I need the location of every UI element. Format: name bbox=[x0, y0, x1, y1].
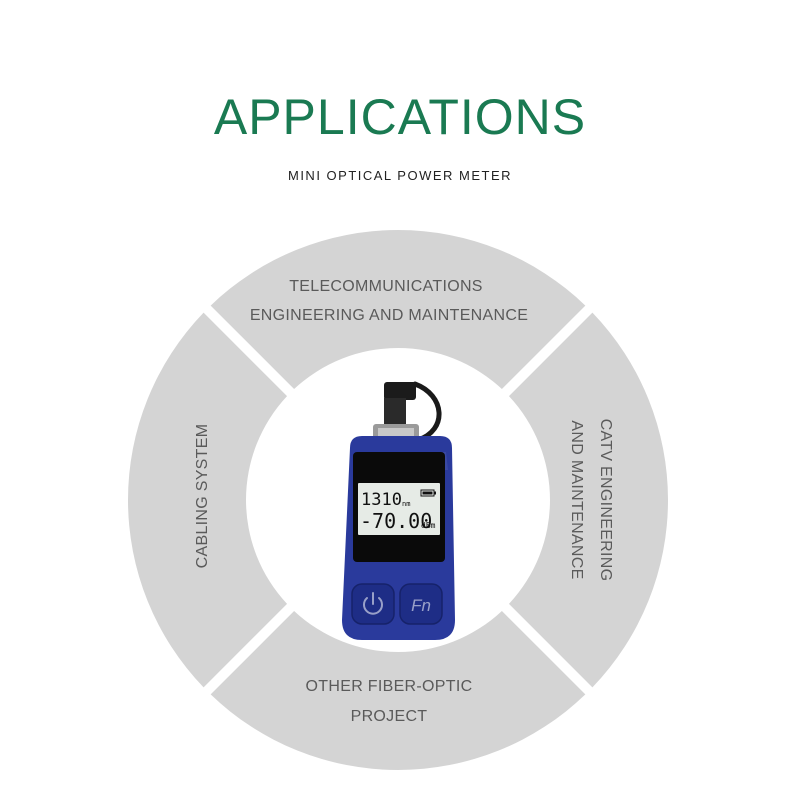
lcd-screen bbox=[358, 483, 440, 535]
fn-button-label: Fn bbox=[411, 596, 431, 615]
segment-top-line2: ENGINEERING AND MAINTENANCE bbox=[250, 307, 528, 324]
segment-bottom-line2: PROJECT bbox=[351, 708, 428, 725]
connector-cap bbox=[384, 382, 416, 400]
segment-catv bbox=[508, 312, 669, 688]
segment-left-line1: CABLING SYSTEM bbox=[194, 424, 211, 569]
power-button[interactable] bbox=[351, 583, 395, 625]
connector-body bbox=[384, 398, 406, 424]
wavelength-unit: nm bbox=[402, 500, 410, 508]
power-icon bbox=[363, 592, 383, 615]
optical-power-meter: 1310 nm -70.00 dBm Fn bbox=[342, 381, 455, 640]
power-unit: dBm bbox=[421, 521, 436, 530]
segment-bottom-line1: OTHER FIBER-OPTIC bbox=[306, 678, 473, 695]
segment-other-fiber-optic bbox=[210, 610, 586, 770]
page-subtitle: MINI OPTICAL POWER METER bbox=[287, 168, 513, 183]
power-readout: -70.00 bbox=[360, 509, 432, 533]
segment-top-line1: TELECOMMUNICATIONS bbox=[289, 278, 483, 295]
segment-right-line2: AND MAINTENANCE bbox=[568, 420, 585, 579]
segment-cabling-system bbox=[127, 312, 288, 688]
page-title: APPLICATIONS bbox=[213, 89, 587, 145]
segment-right-line1: CATV ENGINEERING bbox=[597, 419, 614, 582]
fn-button[interactable]: Fn bbox=[399, 583, 443, 625]
wavelength-readout: 1310 bbox=[361, 490, 402, 510]
segment-telecommunications bbox=[210, 230, 586, 390]
battery-icon bbox=[420, 489, 436, 497]
